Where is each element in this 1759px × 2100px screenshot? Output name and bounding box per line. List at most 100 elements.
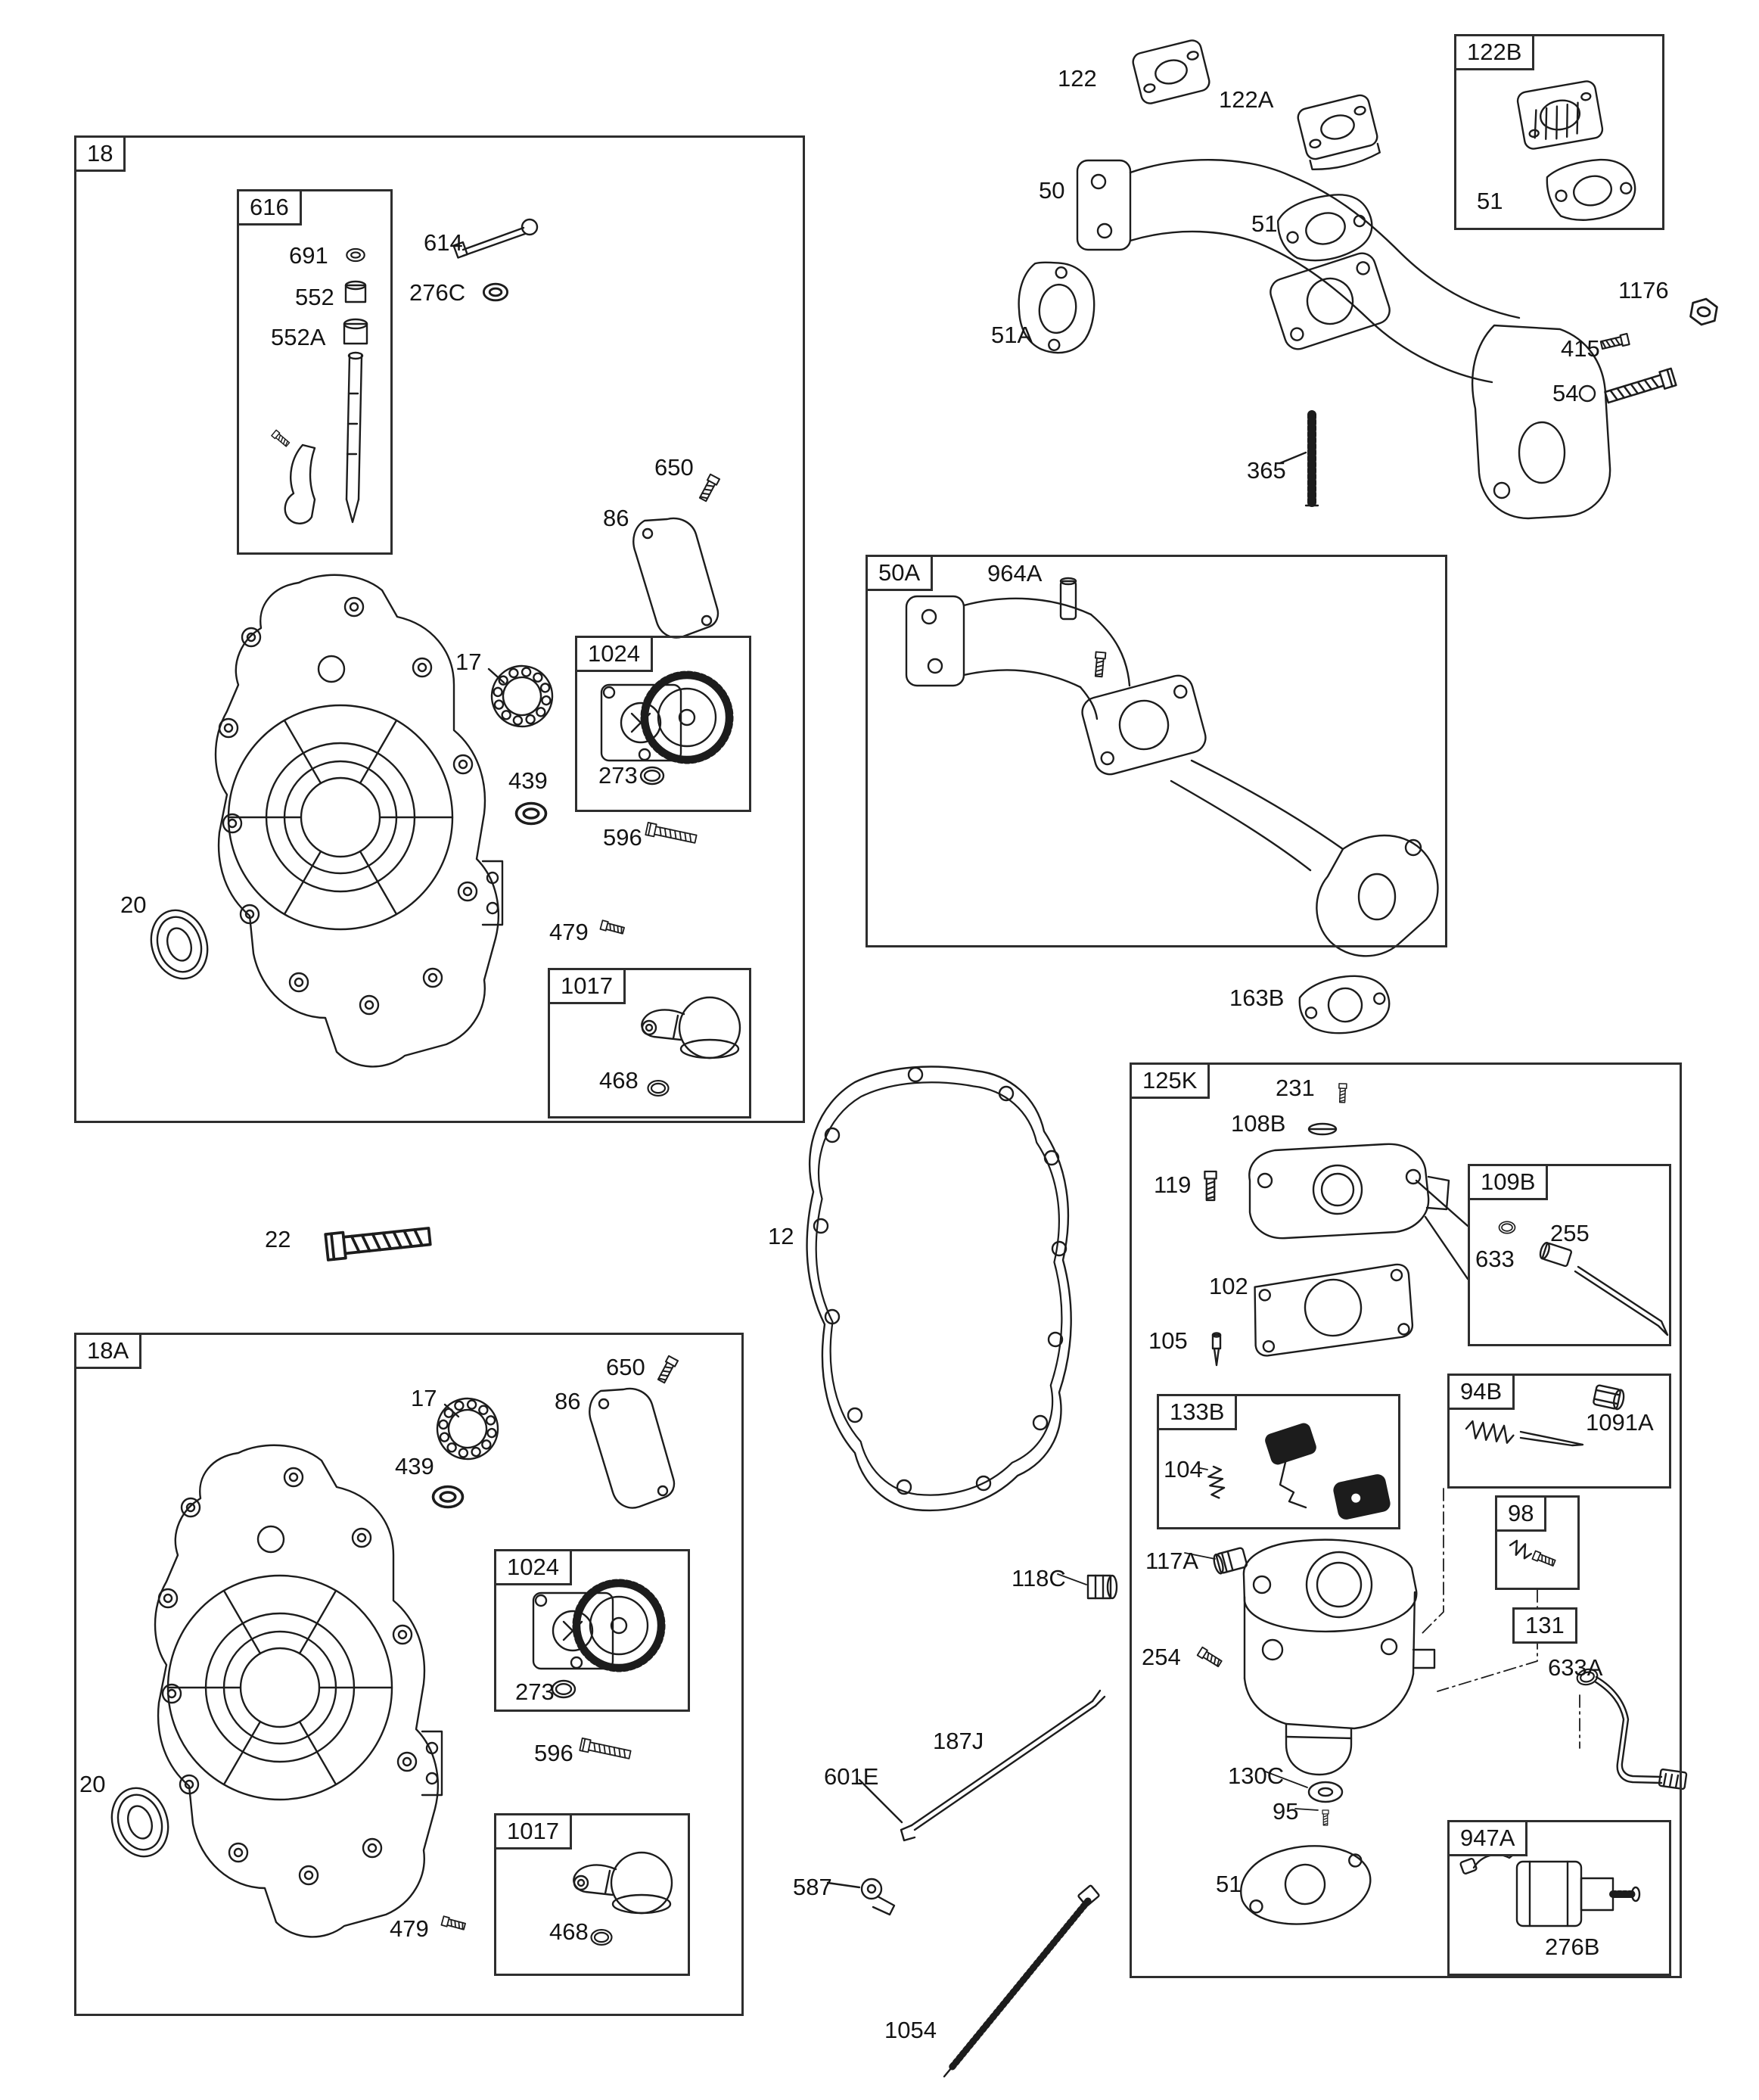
callout-415: 415 (1561, 335, 1600, 362)
callout-117A: 117A (1145, 1548, 1199, 1574)
crankcase-cover-18A-drawing (102, 1355, 679, 1938)
callout-118C: 118C (1012, 1565, 1066, 1591)
callout-276B: 276B (1545, 1934, 1600, 1960)
group-label-1017-top: 1017 (548, 968, 626, 1004)
group-label-94B: 94B (1447, 1374, 1515, 1410)
group-label-1024-bottom: 1024 (494, 1549, 572, 1585)
callout-633A: 633A (1548, 1654, 1603, 1681)
group-box-1017-bottom: 1017 (494, 1813, 690, 1976)
callout-273-top: 273 (598, 762, 638, 789)
callout-54: 54 (1552, 380, 1579, 406)
callout-50: 50 (1039, 177, 1065, 204)
intake-manifold-50-drawing (1018, 39, 1720, 520)
callout-122A: 122A (1219, 86, 1274, 113)
callout-122: 122 (1058, 65, 1097, 92)
group-label-947A: 947A (1447, 1820, 1528, 1856)
group-box-50A: 50A (866, 555, 1447, 947)
callout-273-bottom: 273 (515, 1678, 555, 1705)
group-box-1017-top: 1017 (548, 968, 751, 1118)
callout-1054: 1054 (884, 2017, 937, 2043)
crankcase-gasket-12-drawing (806, 1066, 1072, 1512)
group-box-1024-top: 1024 (575, 636, 751, 812)
group-label-18: 18 (74, 135, 126, 172)
group-label-125K: 125K (1130, 1062, 1210, 1099)
group-box-947A: 947A (1447, 1820, 1671, 1976)
callout-614: 614 (424, 229, 463, 256)
group-label-122B: 122B (1454, 34, 1535, 70)
callout-596-top: 596 (603, 824, 642, 851)
group-label-133B: 133B (1157, 1394, 1238, 1430)
group-label-50A: 50A (866, 555, 934, 591)
spacer-gasket-122B-drawing (1516, 80, 1636, 221)
group-box-616: 616 (237, 189, 393, 555)
crankcase-cover-18-drawing (141, 218, 721, 1068)
callout-102: 102 (1209, 1273, 1248, 1299)
callout-51-122B: 51 (1477, 188, 1503, 214)
callout-552: 552 (295, 284, 334, 310)
carburetor-body-drawing (1196, 1538, 1436, 1925)
callout-255: 255 (1550, 1220, 1590, 1246)
choke-lever-131-drawing (1574, 1666, 1688, 1790)
group-box-109B: 109B (1468, 1164, 1671, 1346)
callout-468-top: 468 (599, 1067, 639, 1094)
callout-119: 119 (1154, 1171, 1192, 1198)
callout-254: 254 (1142, 1644, 1181, 1670)
callout-104: 104 (1164, 1456, 1203, 1482)
callout-51-carb: 51 (1216, 1871, 1242, 1897)
callout-650-top: 650 (654, 454, 694, 481)
callout-601E: 601E (824, 1763, 879, 1790)
callout-468-bottom: 468 (549, 1918, 589, 1945)
group-label-1017-bottom: 1017 (494, 1813, 572, 1850)
group-label-98: 98 (1495, 1495, 1547, 1532)
callout-479-bottom: 479 (390, 1915, 429, 1942)
callout-20-top: 20 (120, 891, 147, 918)
callout-20-bottom: 20 (79, 1771, 106, 1797)
group-label-1024-top: 1024 (575, 636, 653, 672)
callout-130C: 130C (1228, 1762, 1285, 1789)
callout-439-bottom: 439 (395, 1453, 434, 1479)
callout-12: 12 (768, 1223, 794, 1249)
callout-650-bottom: 650 (606, 1354, 645, 1380)
callout-365: 365 (1247, 457, 1286, 484)
callout-596-bottom: 596 (534, 1740, 573, 1766)
group-box-1024-bottom: 1024 (494, 1549, 690, 1712)
group-box-131: 131 (1512, 1607, 1577, 1644)
group-label-131: 131 (1512, 1607, 1577, 1644)
callout-105: 105 (1148, 1327, 1188, 1354)
mixture-needle-94B-drawing (1465, 1384, 1625, 1447)
callout-51-manifold: 51 (1251, 210, 1278, 237)
callout-17-bottom: 17 (411, 1385, 437, 1411)
callout-163B: 163B (1229, 985, 1285, 1011)
governor-link-drawing (826, 1689, 1106, 2078)
group-box-98: 98 (1495, 1495, 1580, 1590)
callout-17-top: 17 (455, 649, 482, 675)
callout-633: 633 (1475, 1246, 1515, 1272)
choke-parts-133B-drawing (1207, 1423, 1391, 1520)
callout-691: 691 (289, 242, 328, 269)
idle-screw-98-drawing (1509, 1539, 1557, 1568)
group-box-125K: 125K (1130, 1062, 1682, 1978)
callout-86-top: 86 (603, 505, 629, 531)
callout-22: 22 (265, 1226, 291, 1252)
callout-1091A: 1091A (1586, 1409, 1654, 1436)
callout-231: 231 (1276, 1075, 1315, 1101)
callout-187J: 187J (933, 1728, 984, 1754)
group-box-18A: 18A (74, 1333, 744, 2016)
group-label-109B: 109B (1468, 1164, 1549, 1200)
callout-95: 95 (1273, 1798, 1299, 1825)
callout-108B: 108B (1231, 1110, 1286, 1137)
callout-51A: 51A (991, 322, 1033, 348)
needle-seat-109B-drawing (1415, 1179, 1669, 1336)
callout-587: 587 (793, 1874, 832, 1900)
dipstick-tube-drawing (271, 247, 368, 524)
callout-439-top: 439 (508, 767, 548, 794)
callout-1176: 1176 (1618, 277, 1669, 303)
group-label-18A: 18A (74, 1333, 142, 1369)
callout-86-bottom: 86 (555, 1388, 581, 1414)
gasket-163B-drawing (1298, 975, 1391, 1034)
callout-552A: 552A (271, 324, 326, 350)
intake-manifold-50A-drawing (905, 577, 1439, 957)
leader-lines (1057, 1467, 1319, 1811)
